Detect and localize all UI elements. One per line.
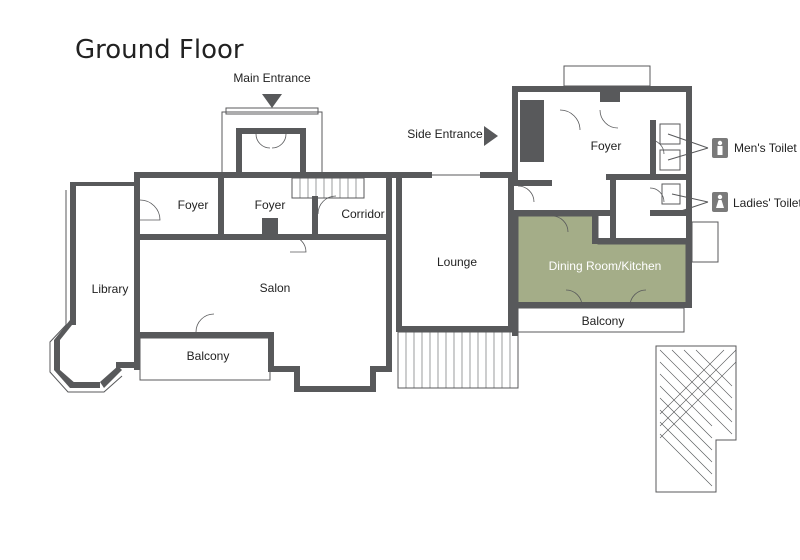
side-entrance-label: Side Entrance xyxy=(407,127,483,141)
right-block-walls xyxy=(512,65,719,263)
room-label-dining: Dining Room/Kitchen xyxy=(549,259,662,273)
room-label-foyer-left: Foyer xyxy=(178,198,209,212)
corridor-door xyxy=(317,195,337,215)
corridor-wall xyxy=(312,196,318,240)
deck-left xyxy=(397,331,519,389)
entrance-porch xyxy=(221,107,323,176)
balcony-right-outline xyxy=(517,307,685,333)
salon-walls xyxy=(134,172,392,392)
ladies-toilet-callout: Ladies' Toilet xyxy=(671,192,800,215)
room-label-lounge: Lounge xyxy=(437,255,477,269)
foyer-pillar xyxy=(262,218,278,238)
main-entrance-label: Main Entrance xyxy=(233,71,311,85)
foyer-left-wall xyxy=(218,172,224,240)
balcony-left-outline xyxy=(139,337,271,381)
dining-walls xyxy=(512,210,692,336)
lounge-walls xyxy=(392,172,514,332)
mens-toilet-callout: Men's Toilet xyxy=(667,133,797,161)
foyer-left-door xyxy=(139,199,161,221)
room-label-foyer-center: Foyer xyxy=(255,198,286,212)
room-label-balcony-right: Balcony xyxy=(582,314,625,328)
side-entrance-arrow-icon xyxy=(484,126,498,146)
page-title: Ground Floor xyxy=(75,35,244,65)
room-label-library: Library xyxy=(92,282,129,296)
library-window-line xyxy=(49,190,123,393)
room-label-foyer-right: Foyer xyxy=(591,139,622,153)
staircase xyxy=(291,177,365,199)
ladies-toilet-label: Ladies' Toilet xyxy=(733,196,800,210)
main-entrance-arrow-icon xyxy=(262,94,282,108)
room-label-corridor: Corridor xyxy=(341,207,384,221)
deck-right xyxy=(655,345,737,493)
mens-toilet-label: Men's Toilet xyxy=(734,141,797,155)
library-walls xyxy=(54,175,140,388)
room-label-salon: Salon xyxy=(260,281,291,295)
room-label-balcony-left: Balcony xyxy=(187,349,230,363)
upper-wall xyxy=(134,172,392,178)
